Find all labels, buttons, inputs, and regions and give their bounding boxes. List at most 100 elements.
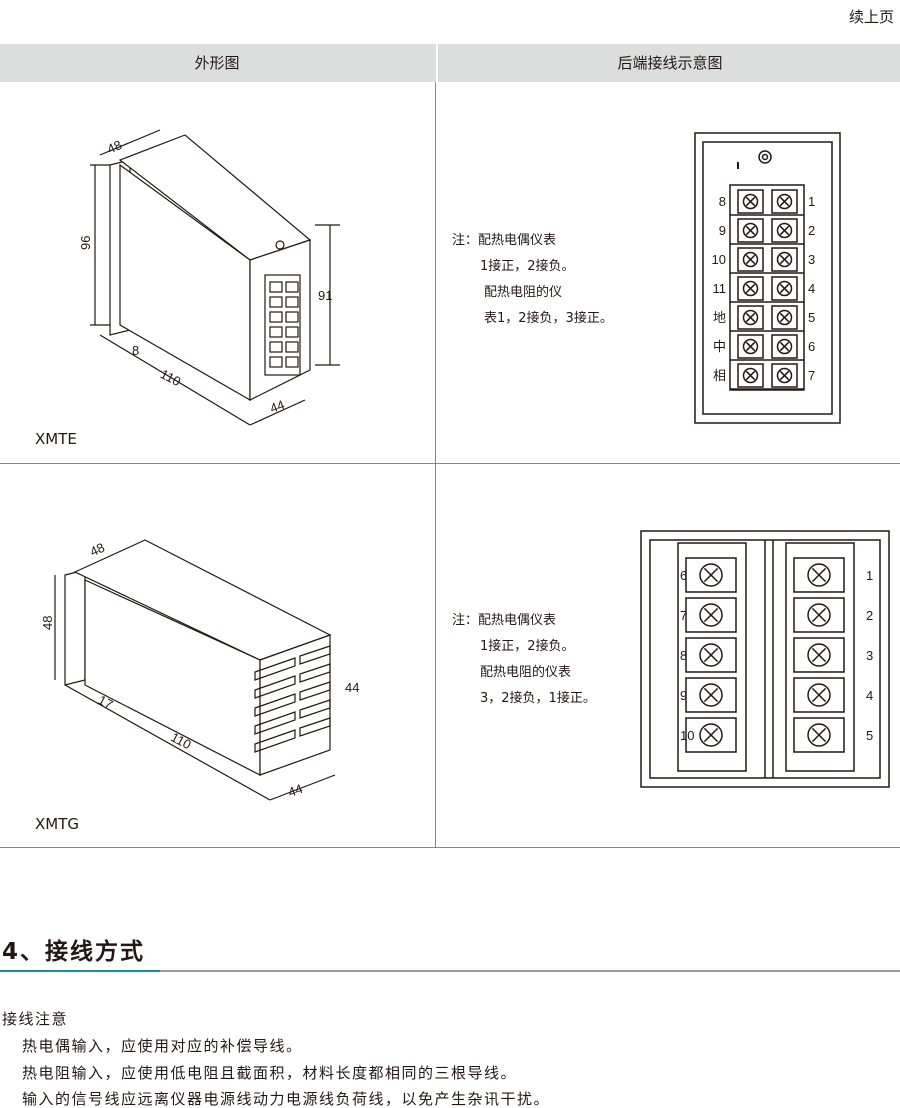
screw-cross [703,607,719,623]
terminal-label: 8 [680,648,687,663]
terminal-slot [737,276,764,301]
terminal-slot [685,557,737,593]
screw-cross [811,727,827,743]
dim-rear-width: 44 [268,397,287,416]
note-xmtg: 注：配热电偶仪表 1接正，2接负。 配热电阻的仪表 3，2接负，1接正。 [452,608,596,712]
terminal-screw-icon [776,309,793,326]
terminal-label: 2 [808,223,815,238]
terminal-fin [285,356,299,368]
terminal-fin [299,717,331,737]
terminal-fin [269,281,283,293]
terminal-fin [269,326,283,338]
screw-cross [703,687,719,703]
terminal-screw-icon [699,563,723,587]
terminal-label: 2 [866,608,873,623]
terminal-fin [285,281,299,293]
note-line: 表1，2接负，3接正。 [484,311,613,326]
terminal-screw-icon [807,643,831,667]
screw-cross [745,225,756,236]
dim-bezel: 8 [132,343,139,358]
note-line: 配热电阻的仪表 [480,665,572,680]
terminal-slot [793,677,845,713]
note-line: 1接正，2接负。 [480,639,575,654]
screw-cross [745,254,756,265]
terminal-screw-icon [699,603,723,627]
note-line: 注：配热电偶仪表 [452,613,557,628]
terminal-fin [254,729,296,753]
screw-cross [745,312,756,323]
screw-cross [779,370,790,381]
terminal-label: 4 [866,688,873,703]
terminal-screw-icon [699,723,723,747]
note-line: 3，2接负，1接正。 [480,691,596,706]
screw-cross [779,283,790,294]
section-rule [0,970,900,972]
terminal-fin [254,675,296,699]
wiring-note-item: 输入的信号线应远离仪器电源线动力电源线负荷线，以免产生杂讯干扰。 [22,1090,551,1108]
terminal-label: 6 [808,339,815,354]
terminal-screw-icon [699,643,723,667]
terminal-screw-icon [776,338,793,355]
terminal-block [729,184,805,391]
terminal-label: 5 [866,728,873,743]
terminal-label: 6 [680,568,687,583]
terminal-label: 1 [808,194,815,209]
screw-cross [745,283,756,294]
terminal-fin [254,657,296,681]
terminal-label: 10 [680,728,694,743]
terminal-screw-icon [699,683,723,707]
screw-cross [779,254,790,265]
screw-cross [811,567,827,583]
terminal-label: 地 [713,310,726,325]
xmte-outline-drawing: 48 96 8 110 91 44 [78,129,340,426]
column-divider [435,82,436,847]
model-xmte: XMTE [35,430,77,448]
terminal-screw-icon [776,251,793,268]
terminal-slot [771,276,798,301]
terminal-fin [254,693,296,717]
terminal-fin [254,711,296,735]
wiring-notes-title: 接线注意 [2,1010,69,1028]
terminal-label: 中 [713,339,726,354]
terminal-slot [737,218,764,243]
terminal-screw-icon [807,723,831,747]
terminal-screw-icon [742,222,759,239]
wiring-note-item: 热电偶输入，应使用对应的补偿导线。 [22,1037,303,1055]
terminal-fin [299,645,331,665]
note-xmte: 注：配热电偶仪表 1接正，2接负。 配热电阻的仪 表1，2接负，3接正。 [452,228,613,332]
terminal-fin [269,341,283,353]
terminal-label: 3 [808,252,815,267]
dim-rear-width: 44 [286,781,305,800]
dim-height: 96 [78,236,93,250]
terminal-block [785,542,855,772]
wiring-note-item: 热电阻输入，应使用低电阻且截面积，材料长度都相同的三根导线。 [22,1064,518,1082]
terminal-label: 4 [808,281,815,296]
terminal-screw-icon [742,367,759,384]
terminal-slot [793,597,845,633]
terminal-fin [299,681,331,701]
screw-cross [703,727,719,743]
terminal-screw-icon [807,683,831,707]
terminal-label: 8 [719,194,726,209]
row-divider [0,463,900,464]
terminal-fin [285,296,299,308]
dim-height: 48 [40,616,55,630]
note-line: 注：配热电偶仪表 [452,233,557,248]
xmtg-outline-drawing: 48 48 17 110 44 44 [40,539,359,801]
terminal-slot [685,597,737,633]
terminal-screw-icon [776,367,793,384]
terminal-slot [771,305,798,330]
terminal-slot [685,677,737,713]
dim-bezel: 17 [96,692,116,712]
terminal-screw-icon [807,563,831,587]
terminal-fin [299,663,331,683]
terminal-fin [269,356,283,368]
terminal-fin [285,311,299,323]
screw-cross [779,341,790,352]
terminal-slot [737,247,764,272]
screw-cross [703,567,719,583]
terminal-screw-icon [742,280,759,297]
